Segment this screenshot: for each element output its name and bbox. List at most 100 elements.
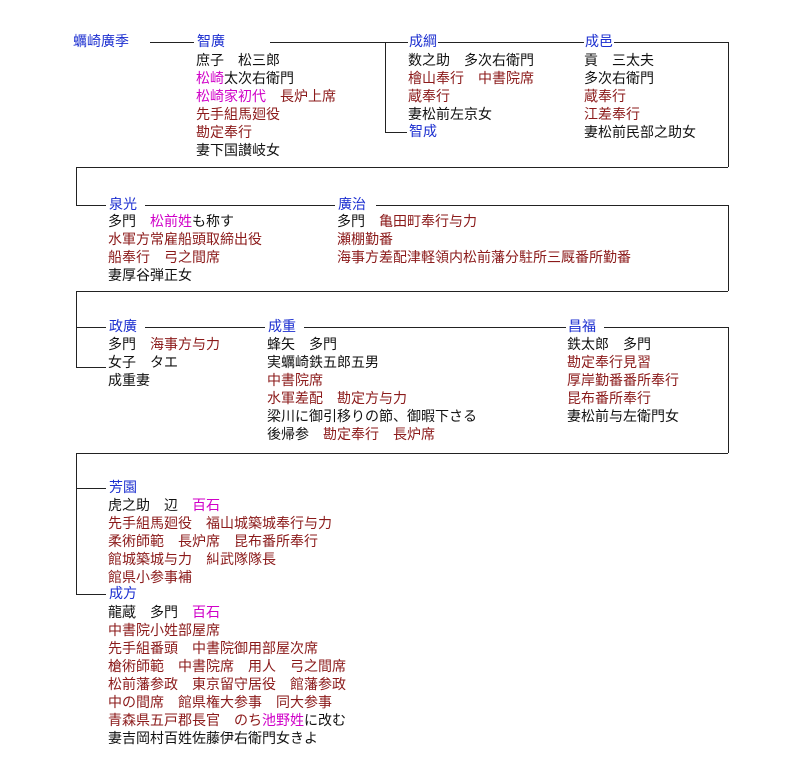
detail-line: 江差奉行 [584, 106, 696, 124]
detail-text: 青森県五戸郡長官 のち [108, 713, 262, 729]
detail-text: 松前姓 [150, 214, 192, 230]
detail-text: 海事方差配津軽領内松前藩分駐所三厩番所勤番 [337, 250, 631, 266]
connector-line [145, 205, 335, 206]
detail-line: 松前藩参政 東京留守居役 館藩参政 [108, 676, 346, 694]
detail-text: 妻松前与左衛門女 [567, 409, 679, 425]
detail-text: 妻吉岡村百姓佐藤伊右衛門女きよ [108, 731, 318, 747]
detail-text: 厚岸勤番番所奉行 [567, 373, 679, 389]
detail-line: 妻厚谷弾正女 [108, 267, 262, 285]
person-details: 多門 亀田町奉行与力瀬棚勤番海事方差配津軽領内松前藩分駐所三厩番所勤番 [337, 213, 631, 267]
detail-text: 多門 [108, 214, 150, 230]
detail-text: 中書院席 [267, 373, 323, 389]
detail-text: 松崎家初代 [196, 89, 266, 105]
connector-line [76, 453, 728, 454]
detail-line: 女子 タエ [108, 354, 220, 372]
detail-line: 船奉行 弓之間席 [108, 249, 262, 267]
person-details: 多門 海事方与力女子 タエ成重妻 [108, 336, 220, 390]
connector-line [76, 453, 77, 594]
connector-line [76, 167, 728, 168]
person-name-hirosue: 蠣崎廣季 [72, 33, 130, 51]
detail-text: 長炉上席 [266, 89, 336, 105]
detail-text: 実蠣崎鉄五郎五男 [267, 355, 379, 371]
detail-text: 池野姓 [262, 713, 304, 729]
person-name-masahiro: 政廣 [108, 318, 138, 336]
detail-line: 成重妻 [108, 372, 220, 390]
detail-text: 槍術師範 中書院席 用人 弓之間席 [108, 659, 346, 675]
connector-line [728, 205, 729, 291]
connector-line [270, 42, 728, 43]
detail-text: 中の間席 館県権大参事 同大参事 [108, 695, 332, 711]
detail-text: 亀田町奉行与力 [379, 214, 477, 230]
detail-line: 水軍方常雇船頭取締出役 [108, 231, 262, 249]
connector-line [76, 488, 106, 489]
detail-line: 蔵奉行 [408, 88, 534, 106]
detail-text: 館県小参事補 [108, 570, 192, 586]
detail-line: 先手組馬廻役 [196, 106, 336, 124]
detail-text: 船奉行 弓之間席 [108, 250, 220, 266]
detail-line: 中書院席 [267, 372, 477, 390]
detail-line: 多門 海事方与力 [108, 336, 220, 354]
detail-line: 館県小参事補 [108, 569, 332, 587]
detail-text: 女子 タエ [108, 355, 178, 371]
detail-line: 庶子 松三郎 [196, 52, 336, 70]
detail-line: 鉄太郎 多門 [567, 336, 679, 354]
detail-line: 先手組番頭 中書院御用部屋次席 [108, 640, 346, 658]
detail-line: 槍術師範 中書院席 用人 弓之間席 [108, 658, 346, 676]
detail-line: 先手組馬廻役 福山城築城奉行与力 [108, 515, 332, 533]
person-name-shigekata: 成方 [108, 585, 138, 603]
person-details: 庶子 松三郎松崎太次右衛門松崎家初代 長炉上席先手組馬廻役勘定奉行妻下国讃岐女 [196, 52, 336, 160]
detail-text: 館城築城与力 糾武隊隊長 [108, 552, 276, 568]
detail-line: 昆布番所奉行 [567, 390, 679, 408]
detail-text: 瀬棚勤番 [337, 232, 393, 248]
detail-line: 海事方差配津軽領内松前藩分駐所三厩番所勤番 [337, 249, 631, 267]
detail-line: 松崎太次右衛門 [196, 70, 336, 88]
detail-text: 勘定奉行見習 [567, 355, 651, 371]
detail-text: 梁川に御引移りの節、御暇下さる [267, 409, 477, 425]
detail-line: 青森県五戸郡長官 のち池野姓に改む [108, 712, 346, 730]
detail-text: 江差奉行 [584, 107, 640, 123]
detail-line: 妻下国讃岐女 [196, 142, 336, 160]
detail-text: 多次右衛門 [584, 71, 654, 87]
detail-text: 蜂矢 多門 [267, 337, 337, 353]
detail-line: 実蠣崎鉄五郎五男 [267, 354, 477, 372]
detail-text: 百石 [192, 498, 220, 514]
detail-text: 昆布番所奉行 [567, 391, 651, 407]
detail-text: 妻厚谷弾正女 [108, 268, 192, 284]
person-details: 蜂矢 多門実蠣崎鉄五郎五男中書院席水軍差配 勘定方与力梁川に御引移りの節、御暇下… [267, 336, 477, 444]
detail-line: 檜山奉行 中書院席 [408, 70, 534, 88]
detail-text: 水軍差配 勘定方与力 [267, 391, 407, 407]
detail-line: 中書院小姓部屋席 [108, 622, 346, 640]
person-name-masayoshi: 昌福 [567, 318, 597, 336]
person-details: 多門 松前姓も称す水軍方常雇船頭取締出役船奉行 弓之間席妻厚谷弾正女 [108, 213, 262, 285]
detail-text: 蔵奉行 [408, 89, 450, 105]
detail-line: 勘定奉行 [196, 124, 336, 142]
detail-text: 後帰参 [267, 427, 323, 443]
detail-line: 龍蔵 多門 百石 [108, 604, 346, 622]
detail-text: に改む [304, 713, 346, 729]
detail-line: 水軍差配 勘定方与力 [267, 390, 477, 408]
connector-line [145, 327, 265, 328]
detail-text: 虎之助 辺 [108, 498, 192, 514]
detail-line: 数之助 多次右衛門 [408, 52, 534, 70]
detail-text: 妻松前左京女 [408, 107, 492, 123]
connector-line [76, 291, 77, 367]
detail-line: 妻松前民部之助女 [584, 124, 696, 142]
person-details: 貢 三太夫多次右衛門蔵奉行江差奉行妻松前民部之助女 [584, 52, 696, 142]
person-name-shigeshige: 成重 [267, 318, 297, 336]
detail-text: 数之助 多次右衛門 [408, 53, 534, 69]
detail-text: も称す [192, 214, 234, 230]
detail-line: 勘定奉行見習 [567, 354, 679, 372]
person-name-yoshisono: 芳園 [108, 479, 138, 497]
detail-line: 厚岸勤番番所奉行 [567, 372, 679, 390]
connector-line [304, 327, 566, 328]
detail-text: 太次右衛門 [224, 71, 294, 87]
connector-line [376, 205, 728, 206]
connector-line [76, 205, 106, 206]
detail-line: 妻松前与左衛門女 [567, 408, 679, 426]
detail-line: 虎之助 辺 百石 [108, 497, 332, 515]
person-details: 数之助 多次右衛門檜山奉行 中書院席蔵奉行妻松前左京女 [408, 52, 534, 124]
connector-line [76, 367, 106, 368]
connector-line [76, 291, 728, 292]
detail-line: 貢 三太夫 [584, 52, 696, 70]
detail-line: 蜂矢 多門 [267, 336, 477, 354]
